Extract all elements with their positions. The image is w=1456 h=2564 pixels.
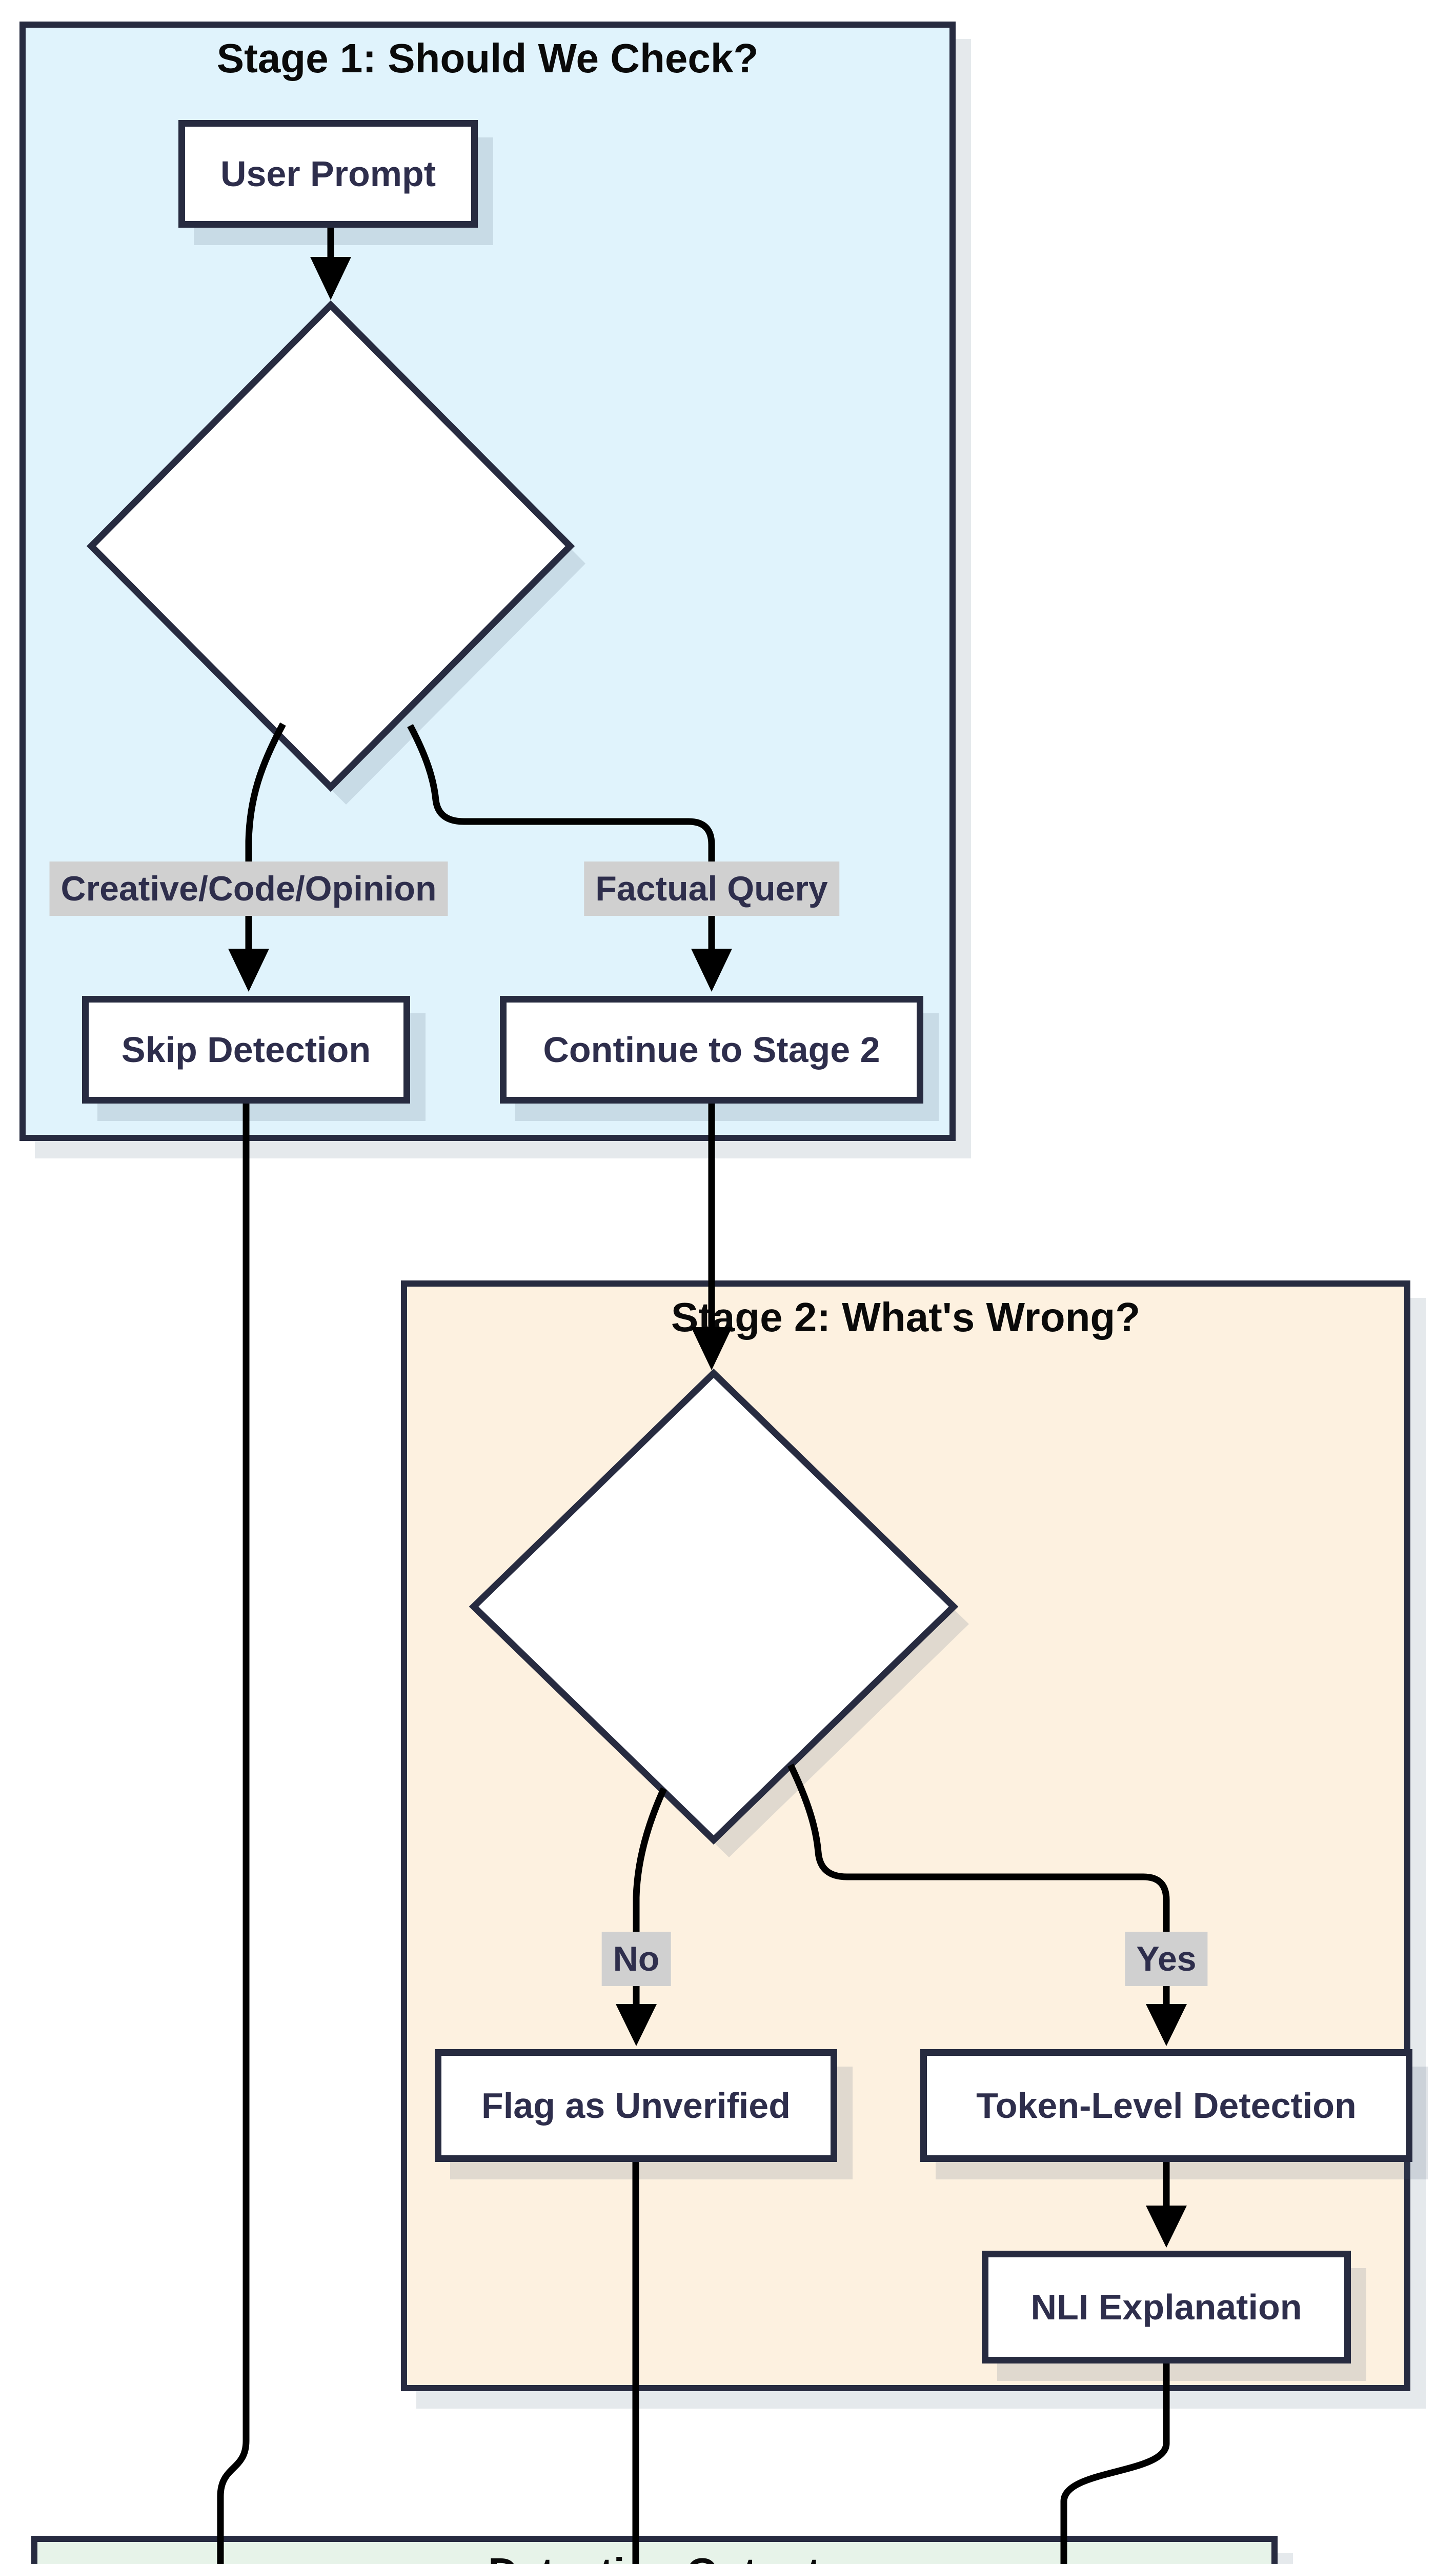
edge-skip-to-pass-through bbox=[217, 1104, 250, 2564]
node-halugate-sentinel-label: HaluGate Sentinel bbox=[177, 526, 484, 566]
stage2-title: Stage 2: What's Wrong? bbox=[671, 1294, 1141, 1340]
node-nli-explanation-label: NLI Explanation bbox=[1030, 2287, 1302, 2327]
node-skip-detection-label: Skip Detection bbox=[121, 1030, 371, 1070]
edge-nli-to-detailed-report bbox=[1060, 2363, 1170, 2564]
node-token-level-detection: Token-Level Detection bbox=[920, 2049, 1412, 2162]
stage1-container: Stage 1: Should We Check? bbox=[19, 22, 956, 1141]
edge-label-no: No bbox=[601, 1932, 671, 1986]
edge-label-factual-query: Factual Query bbox=[584, 862, 839, 916]
detection-output-container: Detection Output bbox=[31, 2536, 1278, 2564]
node-flag-as-unverified: Flag as Unverified bbox=[435, 2049, 837, 2162]
node-token-level-detection-label: Token-Level Detection bbox=[976, 2086, 1357, 2126]
edge-label-creative-code-opinion: Creative/Code/Opinion bbox=[49, 862, 448, 916]
node-flag-as-unverified-label: Flag as Unverified bbox=[481, 2086, 791, 2126]
node-user-prompt-label: User Prompt bbox=[220, 154, 436, 194]
edge-label-yes: Yes bbox=[1125, 1932, 1208, 1986]
stage1-title: Stage 1: Should We Check? bbox=[216, 35, 759, 81]
node-has-tool-context-label: Has Tool Context? bbox=[556, 1587, 871, 1627]
node-continue-to-stage2-label: Continue to Stage 2 bbox=[543, 1030, 880, 1070]
node-continue-to-stage2: Continue to Stage 2 bbox=[500, 996, 923, 1104]
detection-output-title: Detection Output bbox=[37, 2549, 1271, 2564]
stage2-container: Stage 2: What's Wrong? bbox=[401, 1280, 1410, 2391]
node-nli-explanation: NLI Explanation bbox=[982, 2251, 1351, 2363]
node-user-prompt: User Prompt bbox=[178, 120, 478, 228]
node-skip-detection: Skip Detection bbox=[82, 996, 410, 1104]
